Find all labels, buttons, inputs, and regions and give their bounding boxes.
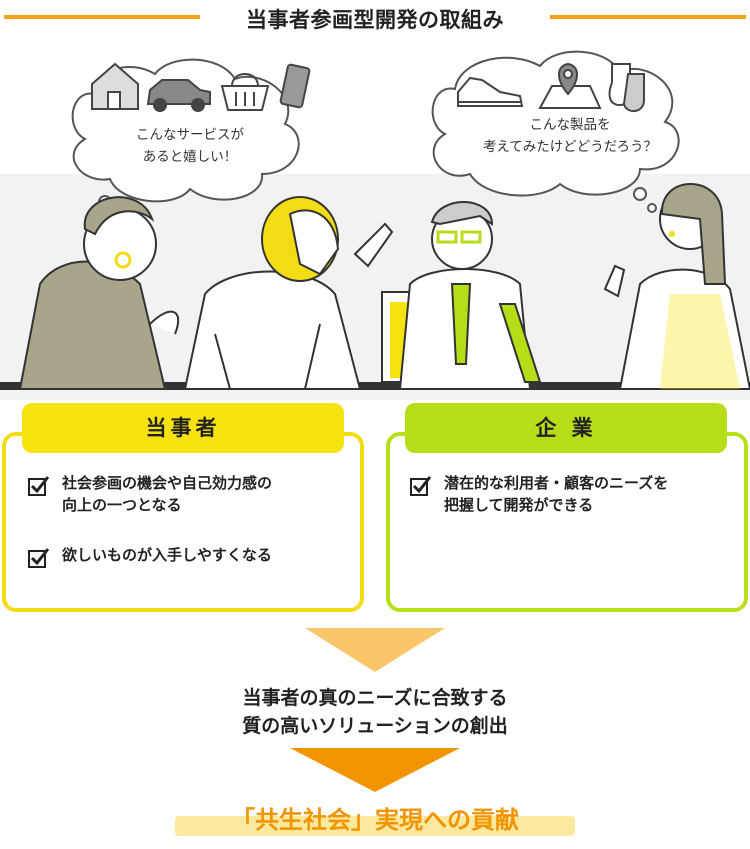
bubble-left-line1: こんなサービスが (136, 127, 244, 143)
checkbox-icon (28, 548, 50, 568)
title-rule-left (4, 15, 200, 19)
toujisha-item-1: 社会参画の機会や自己効力感の 向上の一つとなる (62, 472, 352, 516)
bubble-right-line1: こんな製品を (529, 117, 611, 133)
meeting-illustration (0, 50, 750, 400)
basket-icon (220, 73, 270, 111)
house-icon (91, 62, 139, 110)
page-title: 当事者参画型開発の取組み (246, 8, 504, 32)
car-icon (146, 79, 211, 112)
result-line2: 質の高いソリューションの創出 (242, 715, 508, 737)
table-edge (0, 382, 750, 390)
arrow-down-2 (290, 748, 460, 792)
bubble-left-line2: あると嬉しい！ (142, 149, 238, 165)
bubble-left-text: こんなサービスが あると嬉しい！ (95, 124, 285, 168)
person-elderly-woman (18, 196, 180, 390)
title-row: 当事者参画型開発の取組み (0, 0, 750, 34)
toujisha-box (2, 432, 364, 612)
toujisha-item-2-line1: 欲しいものが入手しやすくなる (62, 546, 272, 564)
kigyou-box (386, 432, 748, 612)
final-contribution: 「共生社会」実現への貢献 (231, 806, 519, 834)
laptop-green (498, 303, 542, 383)
sneaker-icon (457, 76, 524, 107)
person-man-back (183, 196, 394, 390)
kigyou-heading: 企 業 (405, 403, 727, 453)
result-solution: 当事者の真のニーズに合致する 質の高いソリューションの創出 (0, 684, 750, 740)
bubble-right-line2: 考えてみたけどどうだろう？ (482, 139, 657, 155)
arrow-down-1 (305, 628, 445, 672)
socks-icon (608, 63, 645, 112)
checkbox-icon (410, 476, 432, 496)
toujisha-heading: 当事者 (22, 403, 344, 453)
final-highlight (175, 816, 575, 836)
kigyou-item-1-line2: 把握して開発ができる (444, 496, 594, 514)
kigyou-item-1-line1: 潜在的な利用者・顧客のニーズを (444, 474, 669, 492)
map-pin-icon (538, 62, 602, 109)
person-man-glasses (398, 201, 532, 390)
checkbox-icon (28, 476, 50, 496)
result-line1: 当事者の真のニーズに合致する (242, 687, 508, 709)
toujisha-item-1-line2: 向上の一つとなる (62, 496, 182, 514)
bubble-right-text: こんな製品を 考えてみたけどどうだろう？ (455, 114, 685, 158)
toujisha-item-2: 欲しいものが入手しやすくなる (62, 544, 352, 566)
toujisha-item-1-line1: 社会参画の機会や自己効力感の (62, 474, 273, 492)
smartphone-icon (279, 63, 311, 109)
person-woman-right (603, 183, 750, 390)
kigyou-item-1: 潜在的な利用者・顧客のニーズを 把握して開発ができる (444, 472, 739, 516)
title-rule-right (550, 15, 746, 19)
meeting-scene: こんなサービスが あると嬉しい！ こんな製品を 考えてみたけどどうだろう？ (0, 34, 750, 400)
